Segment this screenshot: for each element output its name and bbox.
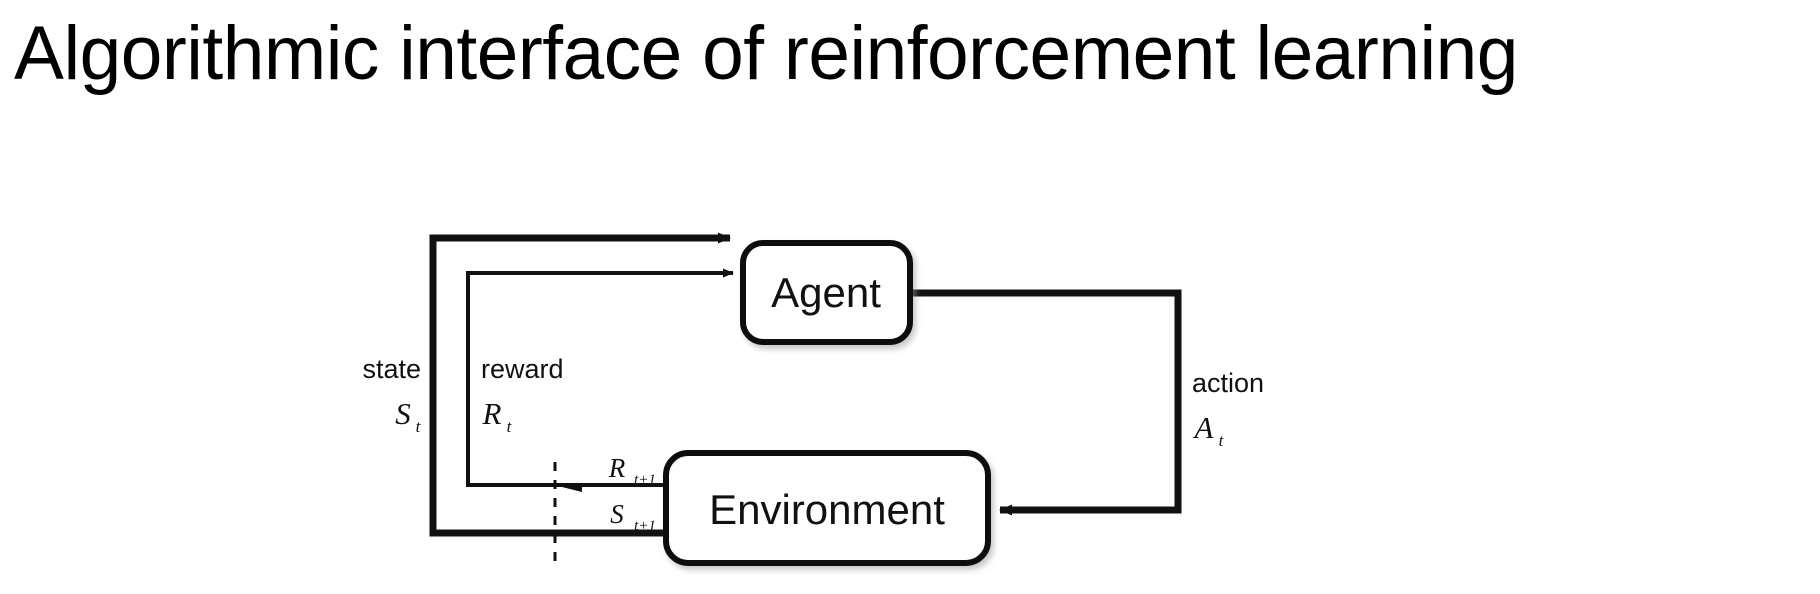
reward-subscript-label: t: [507, 417, 513, 436]
next-reward-symbol-label: R: [608, 453, 626, 483]
action-label-group: action A t: [1192, 368, 1264, 450]
state-word-label: state: [362, 354, 421, 384]
state-symbol-label: S: [395, 396, 411, 431]
reward-word-label: reward: [481, 354, 564, 384]
state-subscript-label: t: [416, 417, 422, 436]
action-symbol-label: A: [1193, 410, 1215, 445]
next-reward-subscript-label: t+1: [634, 472, 656, 488]
reward-symbol-label: R: [482, 396, 502, 431]
state-label-group: state S t: [362, 354, 421, 436]
next-state-label-group: S t+1: [610, 499, 656, 534]
next-state-subscript-label: t+1: [634, 518, 656, 534]
agent-box[interactable]: [740, 240, 913, 345]
next-reward-arrowhead: [556, 485, 582, 492]
environment-label: Environment: [709, 486, 945, 533]
next-state-symbol-label: S: [610, 499, 624, 529]
agent-node[interactable]: Agent: [740, 240, 913, 345]
agent-label: Agent: [771, 269, 881, 316]
environment-box[interactable]: [663, 450, 991, 566]
environment-node[interactable]: Environment: [663, 450, 991, 566]
action-word-label: action: [1192, 368, 1264, 398]
page-title: Algorithmic interface of reinforcement l…: [14, 11, 1518, 96]
action-subscript-label: t: [1219, 431, 1225, 450]
reward-label-group: reward R t: [481, 354, 564, 436]
next-reward-label-group: R t+1: [608, 453, 656, 488]
action-path: [908, 289, 1182, 516]
